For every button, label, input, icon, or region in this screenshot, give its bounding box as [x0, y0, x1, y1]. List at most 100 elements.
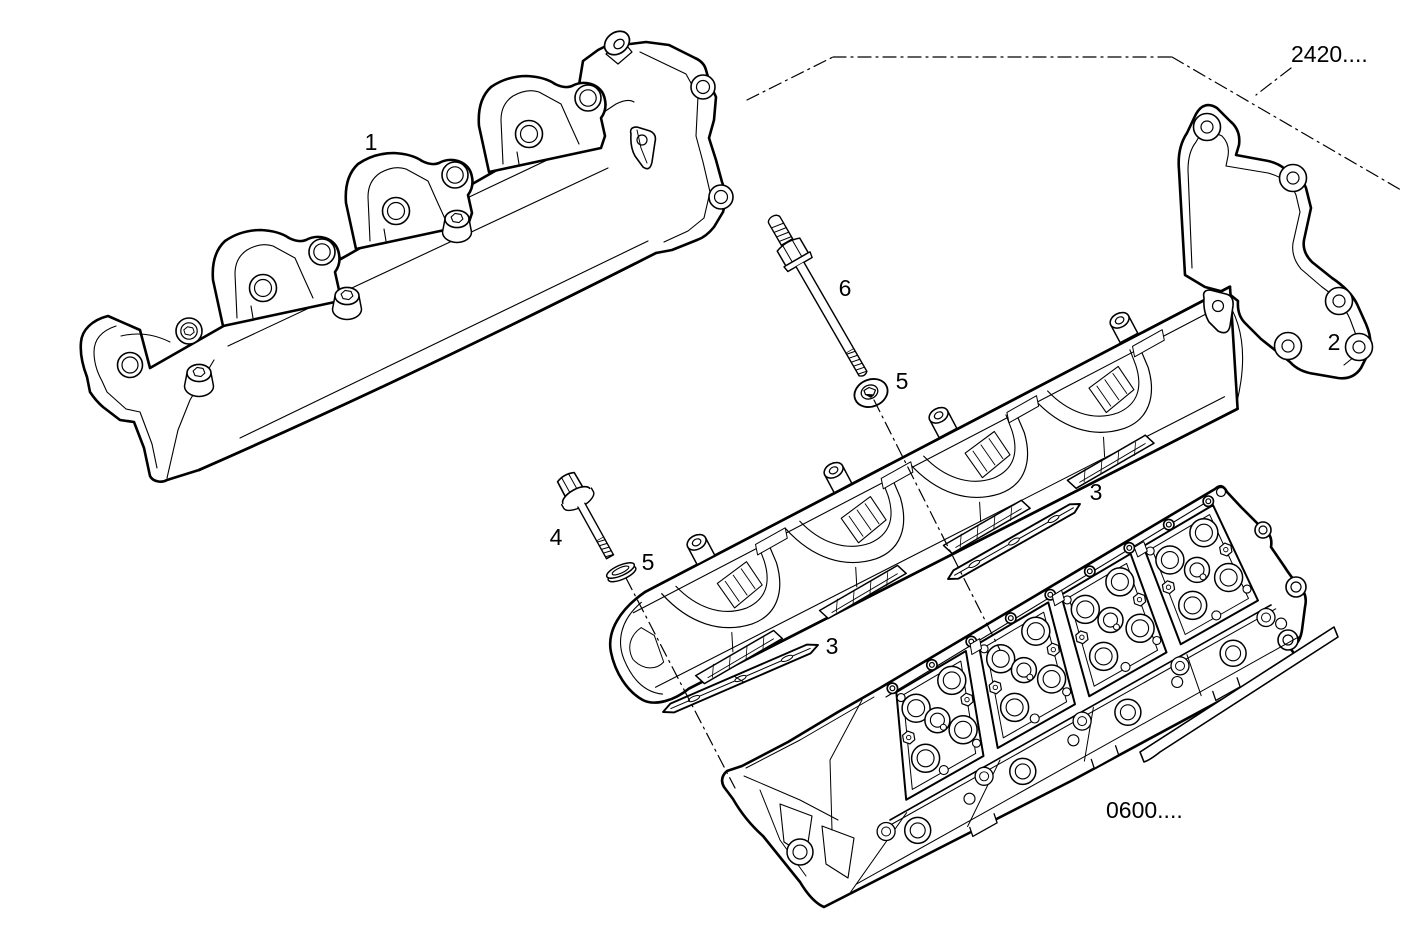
- stroke-path: [1096, 385, 1112, 407]
- hole-circle: [792, 844, 808, 860]
- hole-circle: [1005, 698, 1024, 717]
- stroke-path: [675, 544, 768, 612]
- hole-ellipse: [968, 559, 981, 569]
- hole-circle: [116, 351, 144, 379]
- stroke-path: [724, 580, 740, 602]
- stroke-path: [745, 696, 875, 769]
- hole-circle: [1029, 713, 1040, 724]
- hole-ellipse: [780, 654, 794, 663]
- hole-circle: [1076, 600, 1095, 619]
- hole-circle: [121, 356, 139, 374]
- hole-circle: [1344, 332, 1374, 362]
- hole-circle: [1014, 763, 1031, 780]
- stroke-path: [733, 675, 745, 683]
- part-subgroup: [767, 214, 868, 377]
- stroke-path: [886, 572, 889, 587]
- stroke-path: [831, 573, 898, 613]
- stroke-path: [694, 629, 784, 685]
- stroke-path: [643, 285, 1232, 594]
- stroke-path: [908, 409, 1029, 498]
- hole-circle: [1175, 660, 1185, 671]
- hole-circle: [903, 816, 932, 845]
- washer-upper: [853, 378, 889, 408]
- stroke-path: [1139, 626, 1339, 763]
- stroke-path: [762, 637, 765, 652]
- callout-4: 4: [550, 524, 563, 550]
- stroke-path: [1133, 541, 1148, 558]
- facet-polygon: [192, 366, 206, 378]
- stroke-path: [344, 151, 474, 251]
- detail-line: [848, 354, 859, 359]
- manifold-right: [608, 103, 1374, 704]
- stroke-path: [1079, 443, 1146, 483]
- hole-circle: [999, 692, 1030, 723]
- hole-circle: [1083, 565, 1096, 578]
- detail-line: [773, 227, 787, 233]
- hole-circle: [1088, 641, 1119, 672]
- stroke-path: [639, 51, 711, 243]
- hole-circle: [1136, 596, 1143, 603]
- hole-circle: [381, 196, 411, 226]
- hole-circle: [1042, 669, 1061, 689]
- stroke-path: [1177, 103, 1372, 380]
- stroke-path: [850, 812, 908, 893]
- stroke-path: [829, 699, 863, 831]
- stroke-path: [785, 474, 905, 564]
- hole-ellipse: [613, 38, 625, 50]
- hole-circle: [1016, 662, 1032, 678]
- code-0600: 0600....: [1106, 797, 1183, 823]
- hole-circle: [1199, 573, 1207, 581]
- stroke-path: [980, 444, 996, 466]
- stroke-path: [632, 300, 1233, 614]
- hole-ellipse: [1114, 316, 1125, 325]
- hole-circle: [1211, 299, 1225, 313]
- stroke-path: [1100, 459, 1103, 474]
- facet-polygon: [183, 326, 195, 336]
- stroke-path: [863, 386, 877, 396]
- hole-circle: [1200, 120, 1214, 134]
- detail-line: [846, 350, 856, 355]
- stroke-path: [942, 499, 1031, 555]
- hole-circle: [1113, 623, 1120, 631]
- hole-circle: [974, 766, 994, 786]
- center-lines: [625, 399, 1001, 789]
- hole-circle: [1067, 734, 1080, 747]
- stroke-path: [855, 635, 1302, 885]
- hole-circle: [1205, 498, 1212, 505]
- hole-circle: [1278, 163, 1308, 193]
- stroke-path: [1083, 468, 1086, 483]
- hole-circle: [1079, 634, 1085, 640]
- stroke-path: [1132, 329, 1165, 358]
- hole-circle: [1105, 567, 1135, 597]
- callout-3-lower: 3: [826, 633, 839, 659]
- section-plane-line: [746, 56, 1402, 191]
- hole-circle: [1275, 617, 1288, 630]
- hole-circle: [1213, 562, 1244, 593]
- hole-circle: [1254, 521, 1272, 539]
- stroke-path: [1090, 745, 1120, 770]
- stroke-path: [120, 333, 171, 343]
- stroke-path: [687, 407, 1239, 690]
- stroke-path: [712, 663, 714, 678]
- hole-circle: [1110, 572, 1129, 591]
- hole-circle: [1277, 629, 1299, 651]
- washer-lower: [605, 562, 637, 583]
- hole-circle: [441, 161, 469, 189]
- stroke-path: [477, 74, 607, 174]
- hole-circle: [1290, 581, 1302, 593]
- stroke-path: [516, 151, 520, 165]
- detail-line: [853, 362, 863, 367]
- hole-circle: [313, 243, 331, 261]
- hole-circle: [1004, 612, 1017, 625]
- hole-circle: [1094, 647, 1113, 666]
- stroke-path: [1103, 436, 1106, 458]
- hole-circle: [386, 201, 406, 221]
- hole-circle: [1162, 518, 1175, 531]
- hole-circle: [1189, 562, 1205, 578]
- hole-circle: [1211, 610, 1222, 621]
- hole-circle: [1165, 584, 1172, 590]
- hole-circle: [248, 273, 278, 303]
- hole-circle: [928, 661, 935, 668]
- hole-circle: [901, 693, 931, 723]
- detail-line: [873, 399, 1001, 651]
